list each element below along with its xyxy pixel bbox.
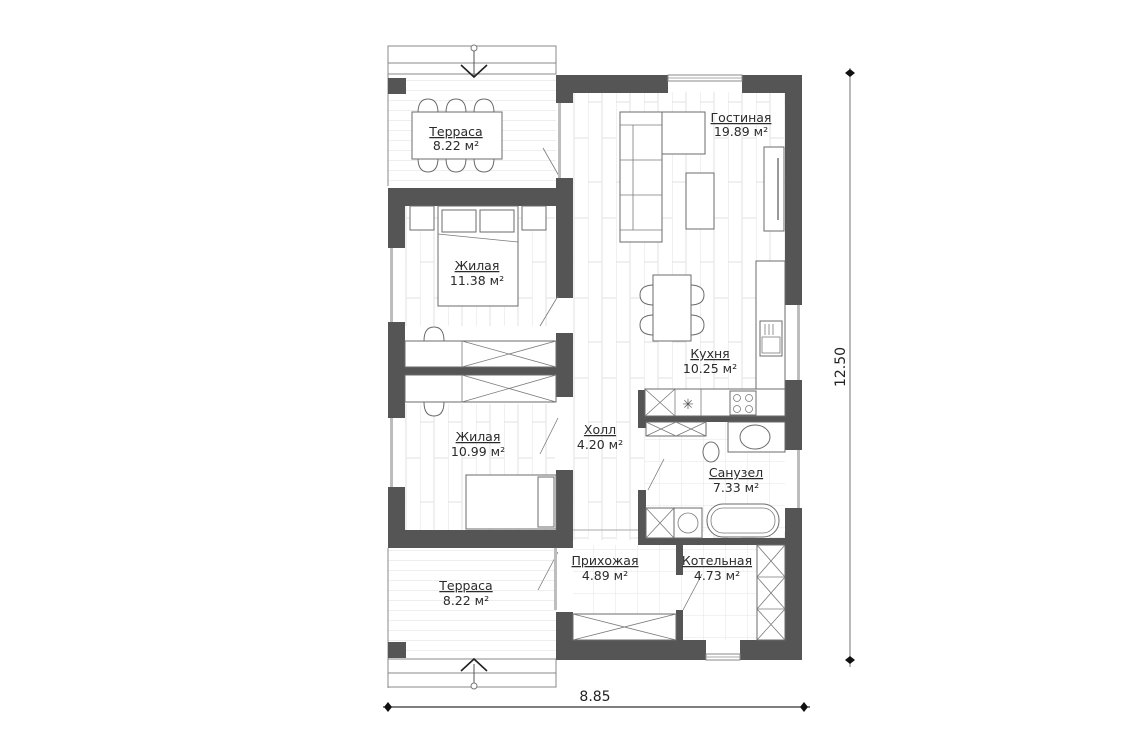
dimension-height: 12.50 — [833, 68, 855, 667]
entry-arrow-icon — [460, 64, 488, 79]
svg-text:8.22 м²: 8.22 м² — [433, 138, 479, 153]
room-label-bedroom-1: Жилая 11.38 м² — [450, 258, 504, 288]
terrace-bottom — [387, 548, 559, 690]
svg-text:Жилая: Жилая — [456, 429, 501, 444]
svg-text:Жилая: Жилая — [455, 258, 500, 273]
svg-text:12.50: 12.50 — [833, 347, 849, 387]
room-label-kitchen: Кухня 10.25 м² — [683, 346, 737, 376]
bathroom-furniture — [645, 421, 786, 539]
dimension-width: 8.85 — [383, 689, 810, 712]
room-label-bedroom-2: Жилая 10.99 м² — [451, 429, 505, 459]
room-label-entrance: Прихожая 4.89 м² — [572, 553, 639, 583]
svg-text:10.99 м²: 10.99 м² — [451, 444, 505, 459]
bedroom-2-furniture — [404, 374, 559, 530]
svg-text:19.89 м²: 19.89 м² — [714, 124, 768, 139]
room-label-terrace-top: Терраса 8.22 м² — [428, 124, 482, 153]
svg-text:Кухня: Кухня — [690, 346, 729, 361]
terrace-top — [387, 44, 560, 186]
room-label-hall: Холл 4.20 м² — [577, 422, 623, 452]
dimension-marker-icon — [845, 69, 855, 77]
svg-text:4.20 м²: 4.20 м² — [577, 437, 623, 452]
dimension-marker-icon — [845, 656, 855, 664]
svg-text:Санузел: Санузел — [709, 465, 763, 480]
svg-text:Терраса: Терраса — [438, 578, 492, 593]
entrance-boiler-furniture — [572, 544, 786, 641]
walls — [388, 75, 802, 660]
room-label-boiler: Котельная 4.73 м² — [682, 553, 752, 583]
dimension-marker-icon — [384, 702, 392, 712]
room-label-terrace-bottom: Терраса 8.22 м² — [438, 578, 492, 608]
entry-arrow-icon — [460, 657, 488, 672]
snowflake-icon: ✳ — [682, 397, 694, 413]
svg-text:7.33 м²: 7.33 м² — [713, 480, 759, 495]
kitchen-furniture: ✳ — [639, 260, 786, 417]
windows — [390, 74, 800, 661]
svg-text:8.85: 8.85 — [579, 689, 610, 705]
svg-text:Терраса: Терраса — [428, 124, 482, 139]
room-label-living: Гостиная 19.89 м² — [711, 110, 772, 139]
room-label-bathroom: Санузел 7.33 м² — [709, 465, 763, 495]
dining-table-terrace — [411, 98, 503, 173]
svg-text:Холл: Холл — [584, 422, 616, 437]
dimension-marker-icon — [800, 702, 808, 712]
svg-text:8.22 м²: 8.22 м² — [443, 593, 489, 608]
svg-text:4.73 м²: 4.73 м² — [694, 568, 740, 583]
living-room-furniture — [619, 111, 785, 243]
svg-text:11.38 м²: 11.38 м² — [450, 273, 504, 288]
svg-text:Котельная: Котельная — [682, 553, 752, 568]
svg-text:Гостиная: Гостиная — [711, 110, 772, 125]
svg-text:Прихожая: Прихожая — [572, 553, 639, 568]
svg-text:4.89 м²: 4.89 м² — [582, 568, 628, 583]
bedroom-1-furniture — [404, 205, 559, 368]
svg-text:10.25 м²: 10.25 м² — [683, 361, 737, 376]
